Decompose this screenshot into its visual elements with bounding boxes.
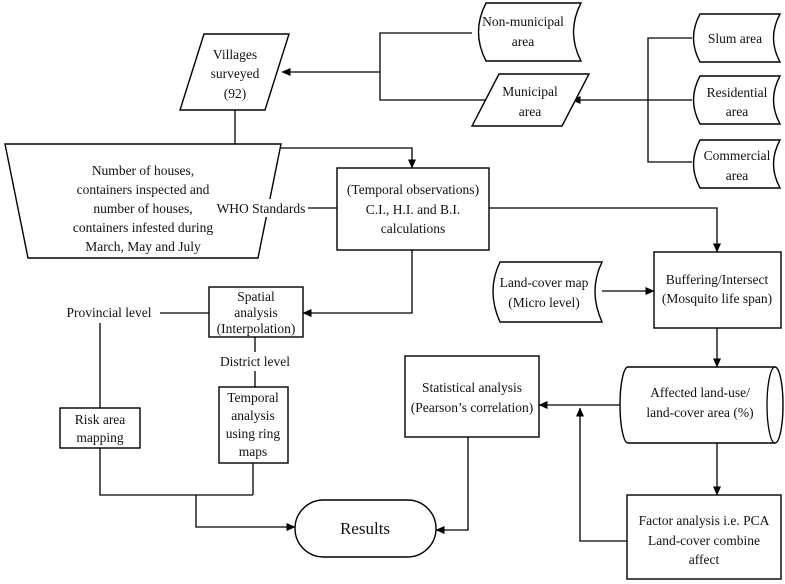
buffering-label-line-1: Buffering/Intersect (666, 272, 769, 287)
villages-label-line-1: Villages (213, 47, 257, 62)
residential-area-node: Residential area (692, 75, 782, 125)
factor-label-line-1: Factor analysis i.e. PCA (639, 513, 770, 528)
factor-analysis-node: Factor analysis i.e. PCA Land-cover comb… (626, 494, 782, 580)
houses-label-line-1: Number of houses, (92, 163, 194, 178)
temporal-ring-analysis-node: Temporal analysis using ring maps (218, 386, 289, 464)
villages-label-line-2: surveyed (211, 66, 260, 81)
temporal-obs-label-line-2: C.I., H.I. and B.I. (366, 202, 461, 217)
houses-data-node: Number of houses, containers inspected a… (4, 143, 282, 259)
risk-label-line-2: mapping (76, 430, 123, 445)
temporal-ring-label-line-2: analysis (231, 408, 275, 423)
risk-label-line-1: Risk area (75, 412, 126, 427)
buffering-intersect-node: Buffering/Intersect (Mosquito life span) (653, 251, 782, 329)
temporal-obs-label-line-1: (Temporal observations) (347, 182, 479, 197)
villages-surveyed-node: Villages surveyed (92) (179, 33, 290, 111)
affected-label-line-2: land-cover area (%) (646, 405, 753, 420)
statistical-analysis-node: Statistical analysis (Pearson’s correlat… (404, 355, 540, 438)
provincial-level-label: Provincial level (66, 305, 151, 320)
spatial-analysis-node: Spatial analysis (Interpolation) (208, 286, 304, 338)
buffering-label-line-2: (Mosquito life span) (662, 291, 772, 306)
non-municipal-label-line-1: Non-municipal (482, 14, 564, 29)
affected-label-line-1: Affected land-use/ (650, 385, 750, 400)
land-cover-map-node: Land-cover map (Micro level) (492, 261, 604, 323)
municipal-label-line-1: Municipal (502, 84, 558, 99)
risk-area-mapping-node: Risk area mapping (59, 407, 141, 449)
slum-area-node: Slum area (692, 13, 782, 63)
villages-label-line-3: (92) (224, 86, 247, 101)
factor-label-line-3: affect (689, 552, 720, 567)
commercial-label-line-2: area (726, 168, 748, 183)
temporal-obs-label-line-3: calculations (381, 221, 445, 236)
houses-label-line-4: containers infested during (73, 220, 213, 235)
spatial-label-line-3: (Interpolation) (217, 321, 296, 336)
temporal-ring-label-line-3: using ring (226, 426, 281, 441)
district-level-label: District level (220, 354, 290, 369)
residential-label-line-2: area (726, 104, 748, 119)
temporal-ring-label-line-1: Temporal (227, 390, 279, 405)
land-cover-map-label-line-2: (Micro level) (508, 295, 580, 310)
connector-lines (99, 32, 721, 542)
temporal-ring-label-line-4: maps (239, 444, 268, 459)
statistical-label-line-2: (Pearson’s correlation) (411, 400, 534, 415)
houses-label-line-2: containers inspected and (77, 182, 210, 197)
results-node: Results (294, 499, 437, 558)
factor-label-line-2: Land-cover combine (648, 533, 760, 548)
municipal-area-node: Municipal area (470, 73, 591, 127)
results-label: Results (340, 519, 390, 538)
slum-label: Slum area (708, 31, 762, 46)
who-standards-label: WHO Standards (217, 201, 306, 216)
commercial-area-node: Commercial area (692, 139, 782, 189)
non-municipal-label-line-2: area (512, 34, 534, 49)
residential-label-line-1: Residential (707, 85, 768, 100)
commercial-label-line-1: Commercial (704, 148, 771, 163)
municipal-label-line-2: area (519, 104, 541, 119)
non-municipal-area-node: Non-municipal area (477, 2, 583, 62)
houses-label-line-5: March, May and July (85, 239, 201, 254)
temporal-observations-node: (Temporal observations) C.I., H.I. and B… (336, 167, 490, 251)
houses-label-line-3: number of houses, (93, 201, 192, 216)
affected-land-use-node: Affected land-use/ land-cover area (%) (619, 366, 784, 444)
land-cover-map-label-line-1: Land-cover map (500, 275, 589, 290)
spatial-label-line-2: analysis (234, 305, 278, 320)
who-label-bg (214, 199, 308, 217)
statistical-label-line-1: Statistical analysis (422, 380, 522, 395)
spatial-label-line-1: Spatial (237, 289, 275, 304)
